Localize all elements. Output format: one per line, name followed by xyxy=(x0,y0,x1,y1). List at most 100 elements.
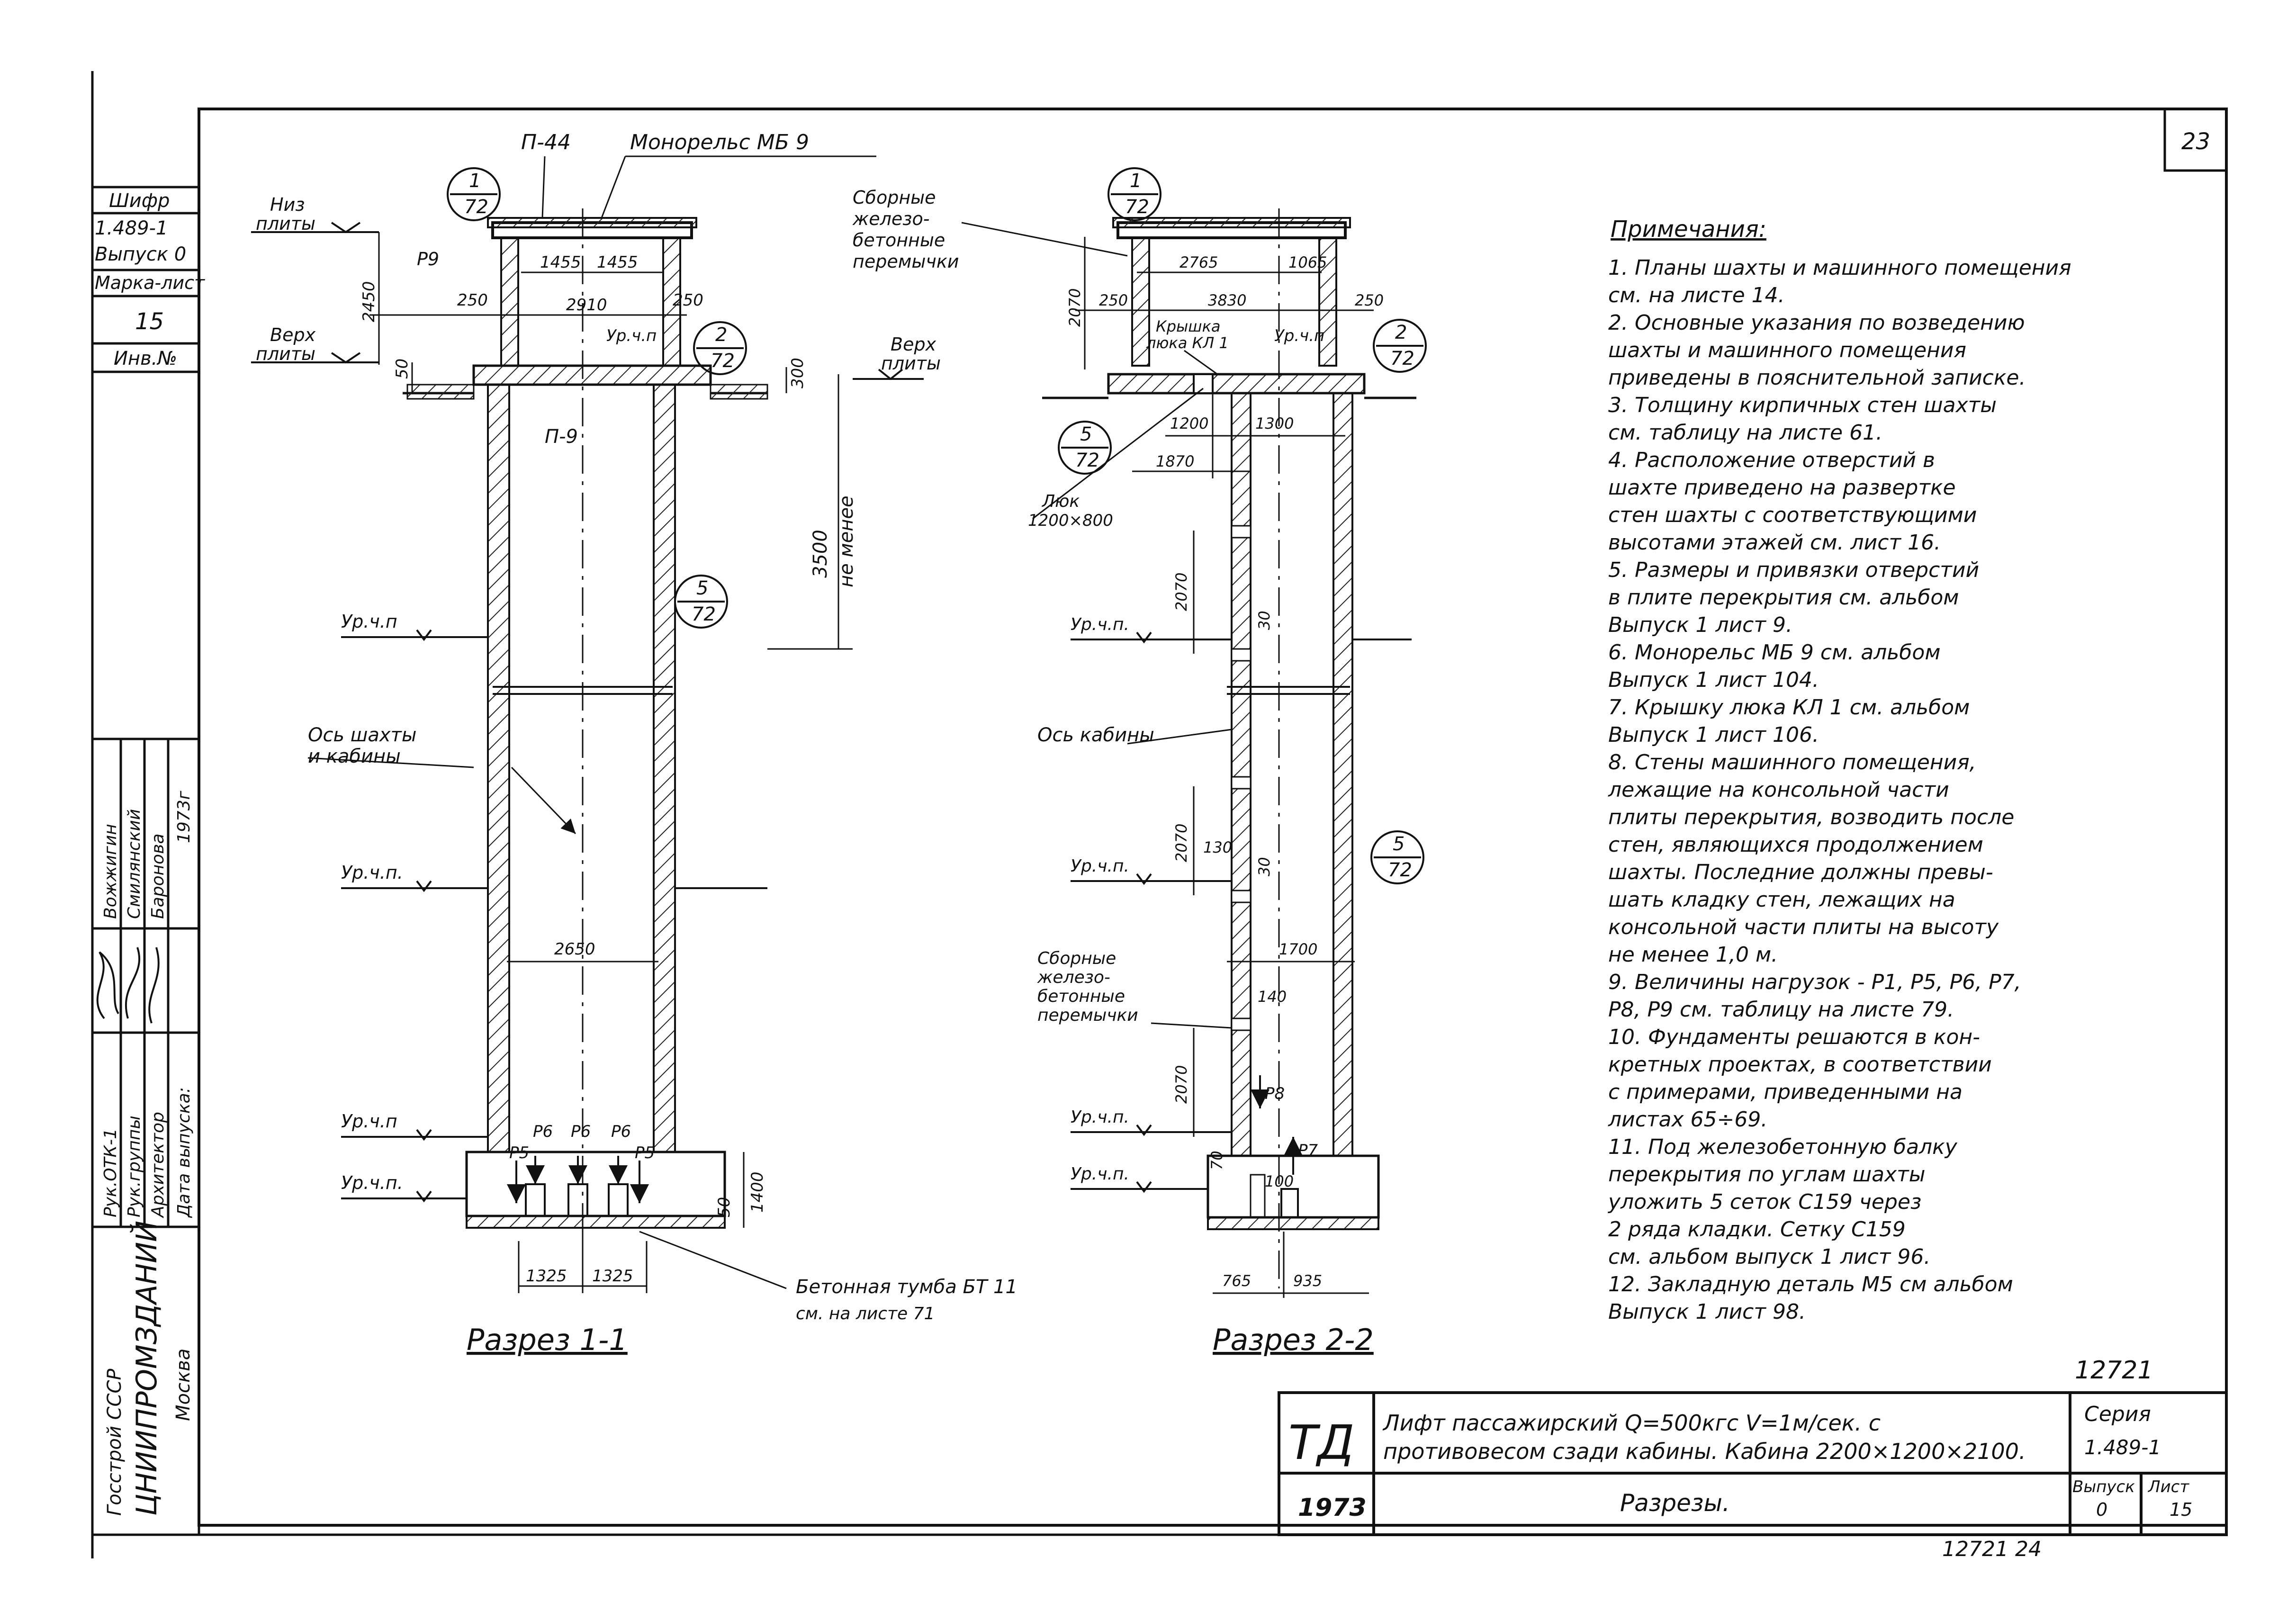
dim-10: 50 xyxy=(715,1197,734,1217)
note-line: Выпуск 1 лист 98. xyxy=(1608,1300,1806,1324)
note-line: Выпуск 1 лист 104. xyxy=(1608,668,1819,692)
s2-luk: Люк xyxy=(1041,492,1080,511)
s2-dim-14: 30 xyxy=(1255,857,1273,876)
td-logo: ТД xyxy=(1288,1415,1354,1470)
label-p5-left: P5 xyxy=(509,1143,529,1162)
s2-urchp-top: Ур.ч.п xyxy=(1274,326,1324,345)
s2-ref-2-den: 72 xyxy=(1390,348,1414,369)
label-p-9: П-9 xyxy=(545,426,578,448)
ref-5-den: 72 xyxy=(692,603,716,625)
role-3: Архитектор xyxy=(148,1112,168,1218)
note-line: 9. Величины нагрузок - P1, P5, P6, P7, xyxy=(1608,970,2021,994)
dim-1: 2450 xyxy=(360,281,378,322)
dim-6: 250 xyxy=(673,291,703,310)
note-line: уложить 5 сеток С159 через xyxy=(1607,1190,1921,1214)
dim-8: 300 xyxy=(788,358,807,388)
inv-label: Инв.№ xyxy=(114,348,177,369)
s2-sbornye-3: бетонные xyxy=(853,230,945,251)
label-niz-plity: плиты xyxy=(256,213,315,234)
side-roles: Рук.ОТК-1 Рук.группы Архитектор Дата вып… xyxy=(101,790,194,1218)
name-3: Баронова xyxy=(148,834,168,919)
note-line: консольной части плиты на высоту xyxy=(1608,915,1999,939)
label-min-height: 3500 xyxy=(810,530,831,578)
section1-caption: Разрез 1-1 xyxy=(467,1323,628,1357)
note-line: Выпуск 1 лист 9. xyxy=(1608,613,1792,637)
s2-dim-21: 935 xyxy=(1293,1272,1322,1290)
s2-dim-13: 130 xyxy=(1203,838,1232,856)
issue-label: Выпуск xyxy=(2072,1477,2135,1496)
note-line: см. таблицу на листе 61. xyxy=(1608,421,1882,445)
dim-11: 1400 xyxy=(748,1171,767,1213)
dim-3: 1455 xyxy=(540,253,581,272)
label-urchp-2: Ур.ч.п xyxy=(341,611,397,632)
section2-ref-circles xyxy=(1058,167,1427,884)
s2-dim-6: 250 xyxy=(1355,291,1384,309)
role-1: Рук.ОТК-1 xyxy=(101,1128,120,1217)
title-line-1: Лифт пассажирский Q=500кгс V=1м/сек. с xyxy=(1382,1410,1881,1436)
label-p5-right: P5 xyxy=(635,1143,655,1162)
s2-urchp-2: Ур.ч.п. xyxy=(1071,856,1129,876)
s2-sbornye-4: перемычки xyxy=(853,251,959,272)
title-year: 1973 xyxy=(1298,1494,1367,1522)
s2-dim-18: 70 xyxy=(1208,1151,1226,1170)
label-verh: Верх xyxy=(270,324,316,345)
label-niz: Низ xyxy=(270,194,305,215)
label-p44: П-44 xyxy=(521,130,571,154)
label-monorail: Монорельс МБ 9 xyxy=(630,130,809,154)
s2-ref-4-num: 5 xyxy=(1393,833,1405,855)
s2-dim-15: 1700 xyxy=(1279,940,1317,958)
s2-dim-20: 765 xyxy=(1222,1272,1251,1290)
label-p6-3: P6 xyxy=(611,1122,631,1141)
dim-12: 1325 xyxy=(526,1267,567,1286)
sheet-label: Лист xyxy=(2147,1477,2189,1496)
s2-sbornye-1: Сборные xyxy=(853,187,936,208)
doc-number: 12721 xyxy=(2075,1356,2153,1385)
notes-heading: Примечания: xyxy=(1611,216,1766,243)
dim-4: 1455 xyxy=(597,253,638,272)
s2-urchp-3: Ур.ч.п. xyxy=(1071,1107,1129,1127)
s2-dim-5: 3830 xyxy=(1208,291,1246,309)
note-line: шахты. Последние должны превы- xyxy=(1608,860,1993,884)
label-tumba-1: Бетонная тумба БТ 11 xyxy=(796,1276,1017,1298)
role-4: Дата выпуска: xyxy=(174,1087,194,1218)
label-tumba-2: см. на листе 71 xyxy=(796,1304,935,1323)
note-line: плиты перекрытия, возводить после xyxy=(1608,805,2014,829)
label-p9: P9 xyxy=(417,249,439,270)
s2-dim-3: 2765 xyxy=(1180,253,1218,271)
s2-kryshka-1: Крышка xyxy=(1156,317,1221,335)
s2-ref-3-den: 72 xyxy=(1075,450,1099,471)
ref-5-num: 5 xyxy=(696,577,708,599)
s2-sbornye-b1: Сборные xyxy=(1037,949,1116,968)
signatures xyxy=(96,947,160,1024)
note-line: Выпуск 1 лист 106. xyxy=(1608,723,1819,747)
note-line: шахты и машинного помещения xyxy=(1608,338,1966,362)
name-2: Смилянский xyxy=(125,809,144,919)
ref-1-den: 72 xyxy=(464,196,488,218)
s2-sbornye-b3: бетонные xyxy=(1037,987,1125,1006)
section-2-2: 1 72 2 72 5 72 5 72 Сборные железо- бето… xyxy=(852,167,1427,1357)
s2-dim-2: 250 xyxy=(1099,291,1128,309)
ref-2-den: 72 xyxy=(711,350,735,372)
note-line: 5. Размеры и привязки отверстий xyxy=(1608,558,1979,582)
note-line: 7. Крышку люка КЛ 1 см. альбом xyxy=(1608,695,1970,720)
s2-dim-12: 2070 xyxy=(1172,824,1190,862)
dim-13: 1325 xyxy=(592,1267,633,1286)
org-1: Госстрой СССР xyxy=(104,1368,126,1516)
s2-ref-1-den: 72 xyxy=(1125,196,1149,218)
label-axis-1: Ось шахты xyxy=(308,724,416,746)
label-urchp-5: Ур.ч.п. xyxy=(341,1172,403,1193)
s2-urchp-4: Ур.ч.п. xyxy=(1071,1164,1129,1184)
note-line: 3. Толщину кирпичных стен шахты xyxy=(1608,393,1997,417)
s2-ref-2-num: 2 xyxy=(1395,322,1407,343)
s2-luk-size: 1200×800 xyxy=(1028,511,1113,530)
note-line: стен, являющихся продолжением xyxy=(1608,833,1983,857)
marka-label: Марка-лист xyxy=(95,272,206,293)
org-3: Москва xyxy=(172,1349,194,1421)
label-verh-plity: плиты xyxy=(256,343,315,364)
section-1-1: 1 72 2 72 5 72 П-44 Монорельс МБ 9 Низ п… xyxy=(251,130,1017,1357)
name-1: Вожжигин xyxy=(101,824,120,919)
notes-lines: 1. Планы шахты и машинного помещениясм. … xyxy=(1607,256,2071,1324)
s2-dim-19: 100 xyxy=(1265,1172,1294,1190)
dim-2: 250 xyxy=(457,291,488,310)
